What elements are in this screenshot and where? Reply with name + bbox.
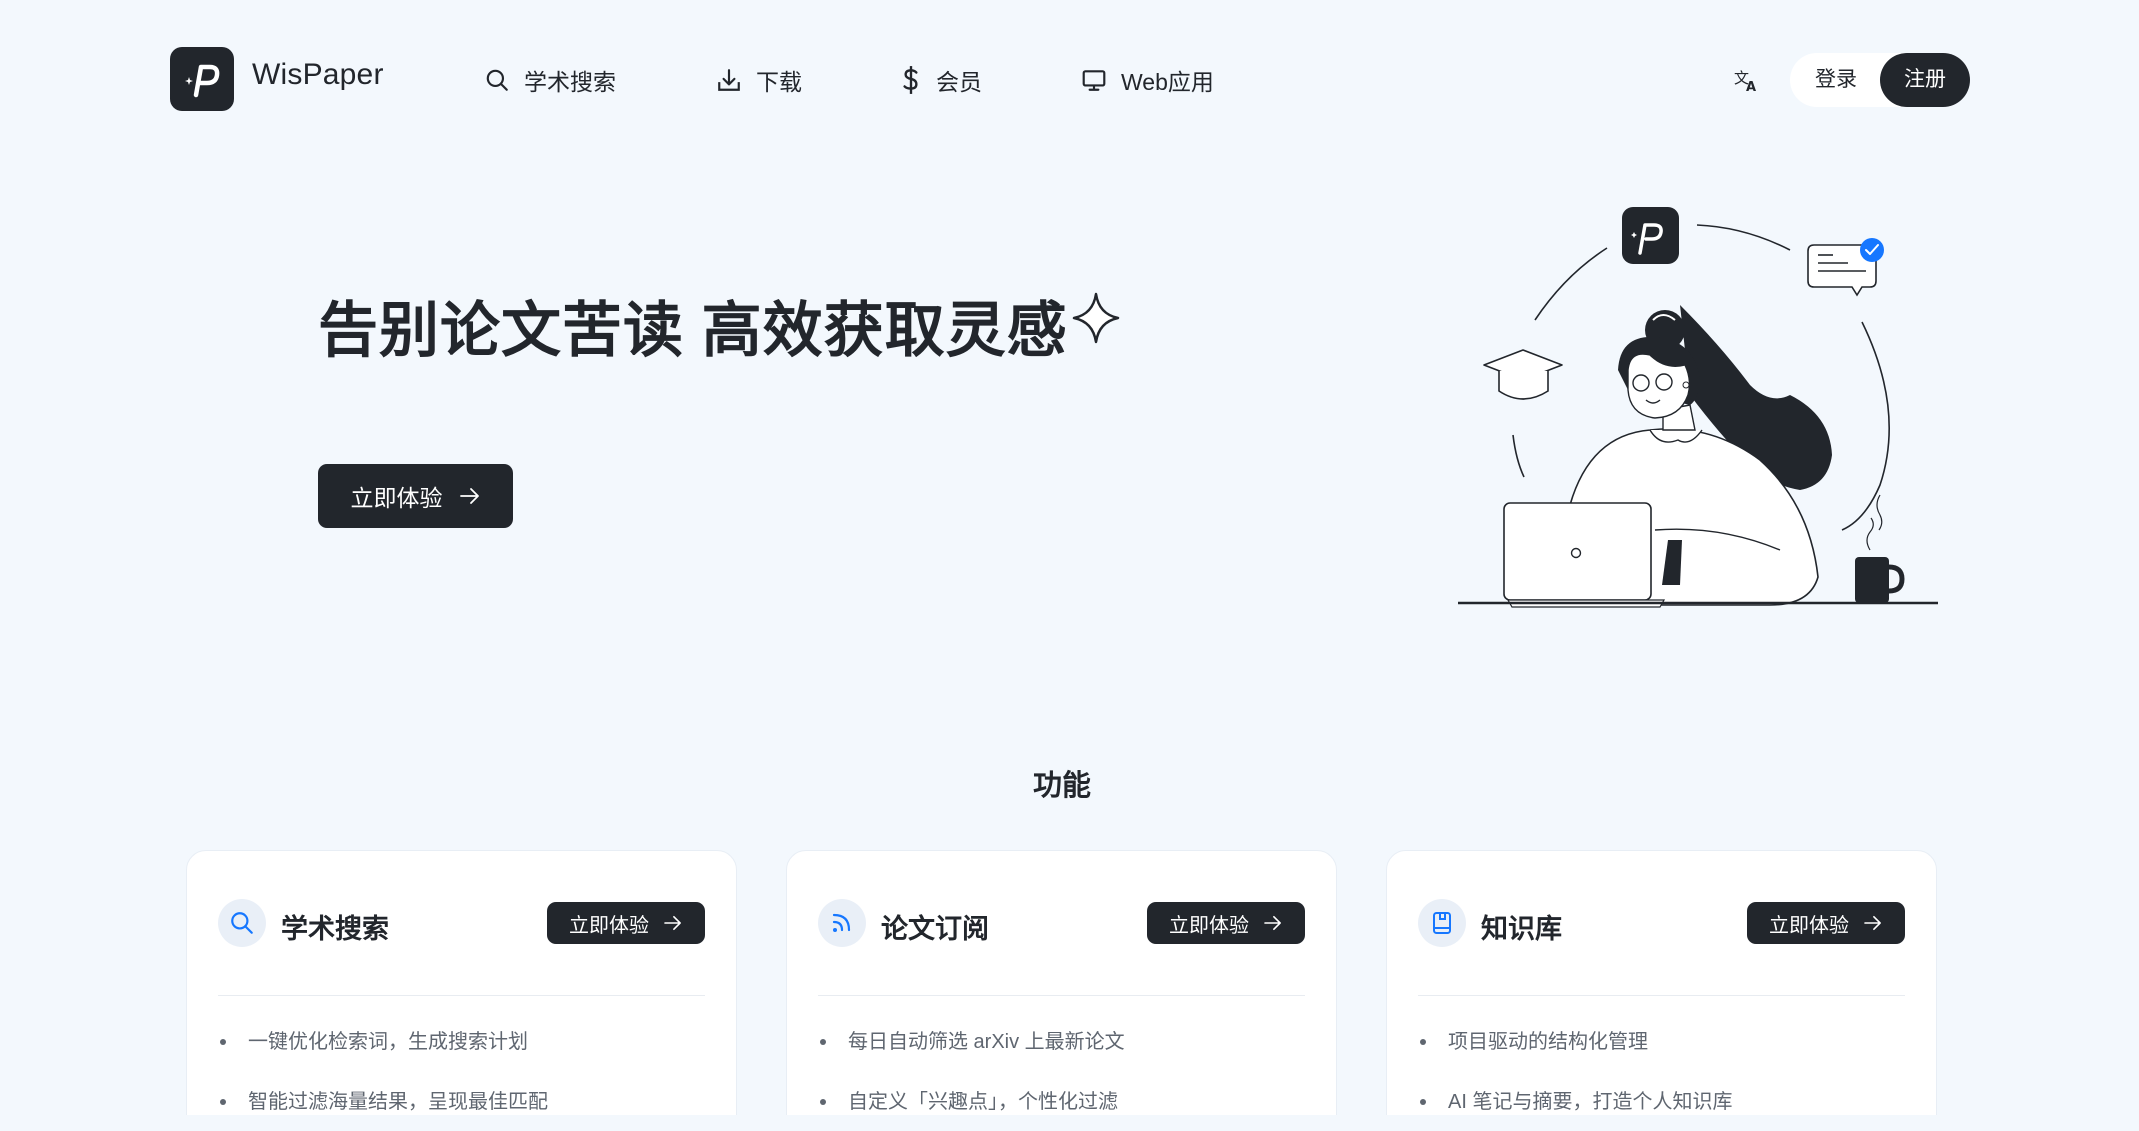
wispaper-logo-icon [1622, 207, 1679, 264]
nav-download[interactable]: 下载 [716, 63, 802, 97]
rss-icon [832, 913, 851, 932]
card-cta-label: 立即体验 [1769, 914, 1849, 937]
translate-icon[interactable]: 文 A [1733, 66, 1761, 94]
nav-academic-search[interactable]: 学术搜索 [484, 63, 616, 97]
feature-card-paper-subscription: 论文订阅 立即体验 每日自动筛选 arXiv 上最新论文 自定义「兴趣点」，个性… [786, 850, 1337, 1115]
card-cta-label: 立即体验 [569, 914, 649, 937]
card-feature-list: 每日自动筛选 arXiv 上最新论文 自定义「兴趣点」，个性化过滤 [818, 1028, 1125, 1115]
list-item: 智能过滤海量结果，呈现最佳匹配 [218, 1088, 548, 1115]
svg-text:文: 文 [1734, 69, 1749, 87]
card-icon-wrap [218, 899, 266, 947]
nav-label: 下载 [756, 69, 802, 95]
list-item: 一键优化检索词，生成搜索计划 [218, 1028, 548, 1088]
list-item: 项目驱动的结构化管理 [1418, 1028, 1732, 1088]
feature-card-knowledge-base: 知识库 立即体验 项目驱动的结构化管理 AI 笔记与摘要，打造个人知识库 [1386, 850, 1937, 1115]
hero-try-now-button[interactable]: 立即体验 [318, 464, 513, 528]
search-icon [231, 912, 253, 934]
book-icon [1433, 912, 1451, 934]
card-divider [218, 995, 705, 996]
list-item: AI 笔记与摘要，打造个人知识库 [1418, 1088, 1732, 1115]
download-icon [718, 69, 740, 91]
card-try-now-button[interactable]: 立即体验 [1147, 902, 1305, 944]
card-try-now-button[interactable]: 立即体验 [1747, 902, 1905, 944]
logo-p-icon [185, 64, 220, 98]
logo[interactable] [170, 47, 234, 111]
card-divider [1418, 995, 1905, 996]
list-item: 自定义「兴趣点」，个性化过滤 [818, 1088, 1125, 1115]
nav-label: 会员 [936, 69, 982, 95]
arrow-right-icon [664, 915, 681, 931]
card-icon-wrap [818, 899, 866, 947]
svg-text:A: A [1746, 80, 1756, 94]
nav-web-app[interactable]: Web应用 [1081, 63, 1214, 97]
hero-illustration [1458, 207, 1938, 608]
card-try-now-button[interactable]: 立即体验 [547, 902, 705, 944]
arrow-right-icon [1264, 915, 1281, 931]
hero-cta-label: 立即体验 [350, 485, 443, 511]
features-cards: 学术搜索 立即体验 一键优化检索词，生成搜索计划 智能过滤海量结果，呈现最佳匹配… [0, 840, 2139, 1115]
card-title: 知识库 [1481, 914, 1562, 944]
dollar-icon [903, 66, 918, 94]
coffee-mug-icon [1855, 494, 1905, 603]
laptop-icon [1503, 502, 1666, 608]
nav-label: Web应用 [1121, 69, 1214, 95]
register-button[interactable]: 注册 [1880, 53, 1970, 107]
list-item: 每日自动筛选 arXiv 上最新论文 [818, 1028, 1125, 1088]
card-cta-label: 立即体验 [1169, 914, 1249, 937]
card-title: 论文订阅 [881, 914, 989, 944]
login-button[interactable]: 登录 [1815, 68, 1857, 91]
nav-membership[interactable]: 会员 [900, 63, 982, 97]
card-icon-wrap [1418, 899, 1466, 947]
monitor-icon [1082, 70, 1106, 91]
features-section-title: 功能 [1032, 770, 1091, 802]
card-feature-list: 项目驱动的结构化管理 AI 笔记与摘要，打造个人知识库 [1418, 1028, 1732, 1115]
graduation-cap-icon [1483, 349, 1563, 400]
message-check-icon [1807, 238, 1884, 297]
brand-name[interactable]: WisPaper [252, 58, 384, 91]
feature-card-academic-search: 学术搜索 立即体验 一键优化检索词，生成搜索计划 智能过滤海量结果，呈现最佳匹配 [186, 850, 737, 1115]
card-feature-list: 一键优化检索词，生成搜索计划 智能过滤海量结果，呈现最佳匹配 [218, 1028, 548, 1115]
card-title: 学术搜索 [281, 914, 389, 944]
arrow-right-icon [459, 488, 479, 504]
nav-label: 学术搜索 [524, 69, 616, 95]
card-divider [818, 995, 1305, 996]
search-icon [486, 69, 508, 91]
hero-title: 告别论文苦读 高效获取灵感 [318, 297, 1068, 364]
arrow-right-icon [1864, 915, 1881, 931]
sparkle-icon [1072, 292, 1120, 344]
